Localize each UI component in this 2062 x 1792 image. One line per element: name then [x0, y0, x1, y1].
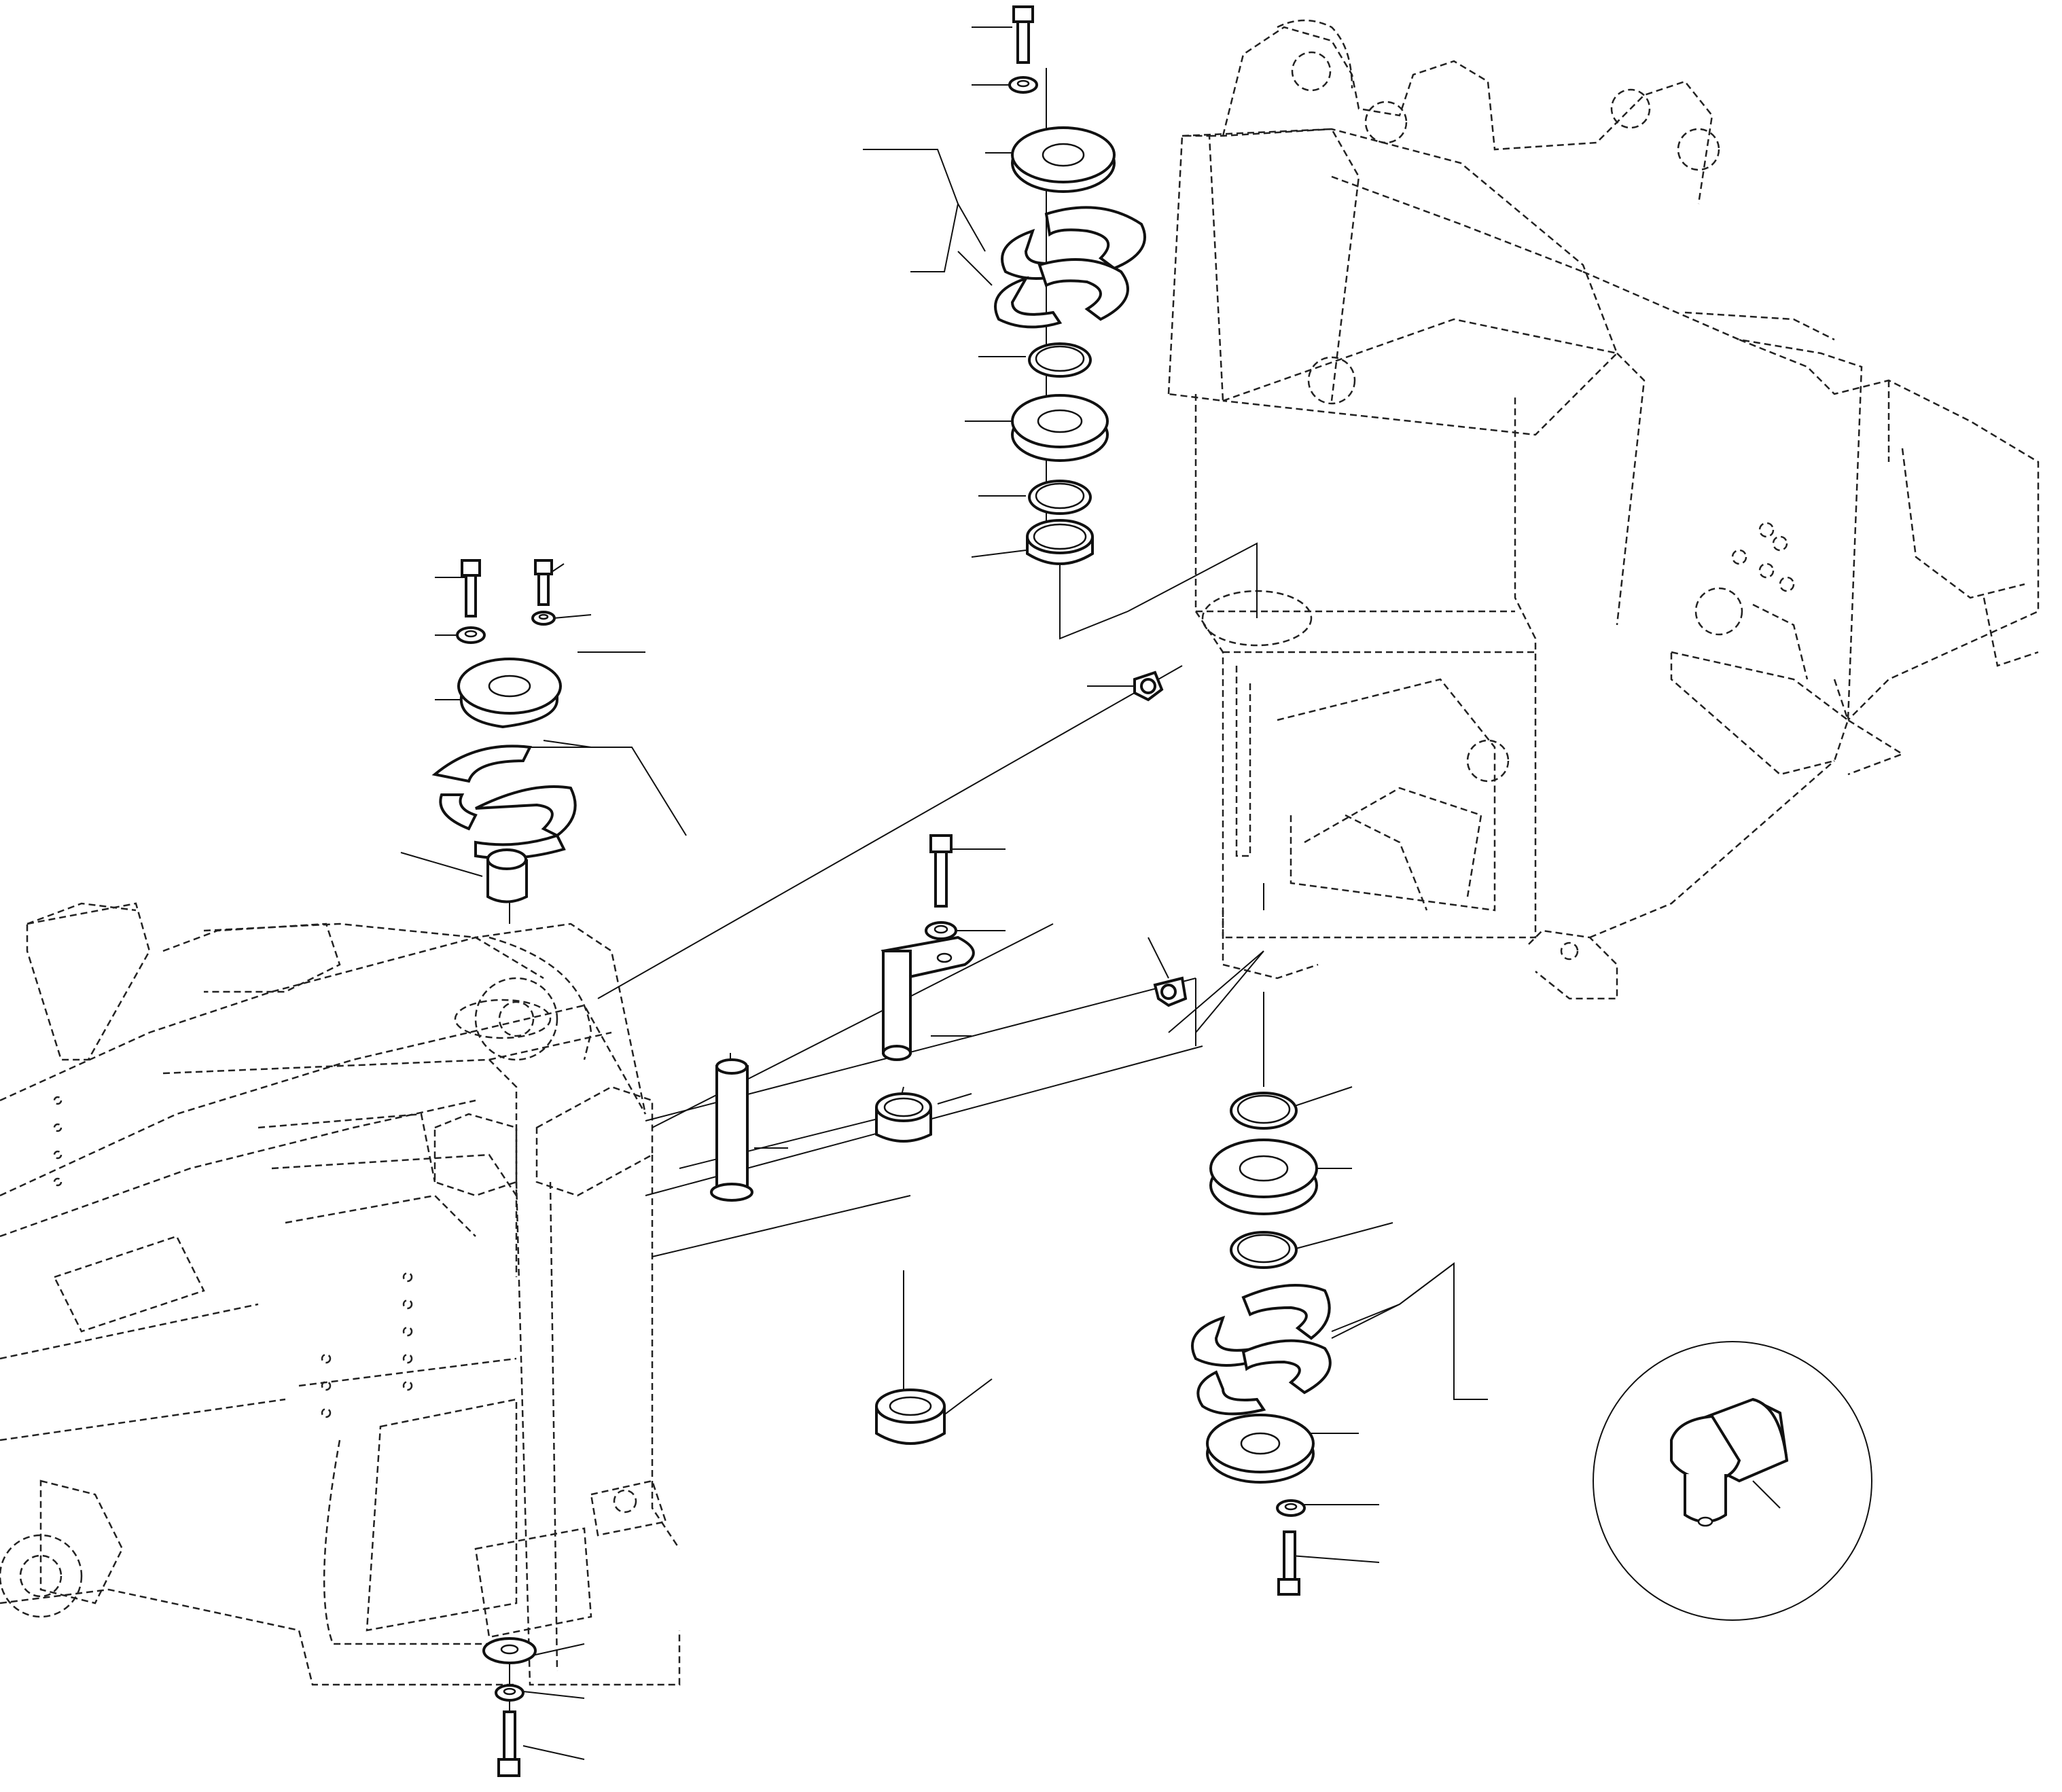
hex-bolt — [929, 834, 953, 908]
pivot-pin — [710, 1058, 753, 1202]
bearing-race — [1028, 480, 1092, 515]
washer — [456, 626, 486, 644]
centerlines — [509, 68, 1264, 1766]
retainer-plate — [1011, 126, 1116, 193]
bushing — [1026, 519, 1094, 565]
grease-fitting — [1670, 1397, 1789, 1527]
bushing — [875, 1092, 932, 1143]
washer — [495, 1684, 525, 1702]
hex-bolt — [1277, 1530, 1300, 1596]
washer — [925, 921, 957, 940]
lower-pivot-stack — [1191, 1092, 1332, 1596]
pivot-pin — [881, 935, 975, 1061]
bearing-race — [1028, 342, 1092, 378]
hex-bolt — [534, 559, 553, 606]
front-frame — [0, 902, 681, 1686]
thrust-bearing — [1209, 1139, 1318, 1215]
shim-set — [431, 745, 577, 860]
bushing — [486, 848, 528, 903]
retainer-plate — [1206, 1414, 1315, 1484]
bearing-race — [1230, 1231, 1298, 1269]
grease-fitting-detail — [1593, 1341, 1872, 1621]
retainer-plate — [457, 658, 562, 729]
leader-lines — [400, 26, 1781, 1760]
center-pin-assembly — [710, 670, 1188, 1445]
bottom-bolt-stack — [482, 1637, 537, 1777]
bearing-race — [1230, 1092, 1298, 1130]
shim-set — [994, 206, 1146, 329]
washer — [531, 611, 556, 626]
rear-frame — [1167, 19, 2040, 1000]
washer — [482, 1637, 537, 1664]
grease-fitting — [1153, 976, 1188, 1007]
grease-fitting — [1133, 670, 1164, 702]
hex-bolt — [1012, 5, 1034, 64]
shim-set — [1191, 1284, 1332, 1416]
bushing — [875, 1388, 946, 1445]
washer — [1276, 1499, 1306, 1517]
thrust-bearing — [1011, 394, 1109, 462]
hex-bolt — [461, 559, 481, 617]
washer — [1008, 76, 1038, 94]
left-pivot-stack — [431, 559, 577, 903]
upper-pivot-stack — [994, 5, 1146, 565]
hex-bolt — [497, 1710, 520, 1777]
